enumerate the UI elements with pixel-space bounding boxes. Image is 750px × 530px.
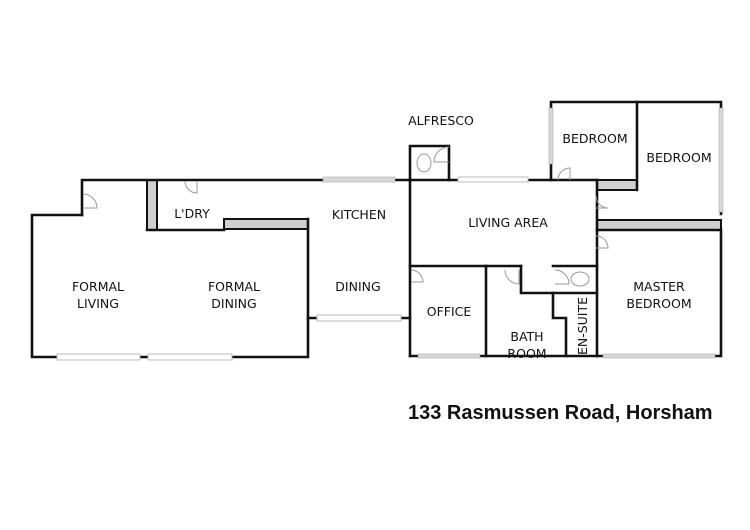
room-label-dining: DINING bbox=[335, 279, 380, 294]
room-label-kitchen: KITCHEN bbox=[332, 207, 386, 222]
ensuite-wall bbox=[519, 264, 568, 358]
door-swing-icon bbox=[595, 195, 609, 209]
door-swing-icon bbox=[184, 180, 198, 194]
room-label-bedroom-1: BEDROOM bbox=[562, 131, 627, 146]
toilet-icon bbox=[416, 153, 432, 173]
door-swing-icon bbox=[410, 269, 424, 283]
toilet-icon bbox=[570, 271, 590, 287]
room-label-formal-living-1: FORMAL bbox=[72, 279, 124, 294]
window bbox=[417, 353, 481, 359]
laundry-wall-fill bbox=[146, 179, 158, 231]
room-label-laundry: L'DRY bbox=[174, 206, 210, 221]
door-swing-icon bbox=[82, 193, 98, 209]
room-label-formal-dining-2: DINING bbox=[211, 296, 256, 311]
room-label-master-1: MASTER bbox=[633, 279, 685, 294]
room-label-living-area: LIVING AREA bbox=[468, 215, 548, 230]
property-address: 133 Rasmussen Road, Horsham bbox=[408, 402, 713, 424]
room-label-office: OFFICE bbox=[427, 304, 472, 319]
master-wall-fill bbox=[596, 219, 722, 231]
room-label-alfresco: ALFRESCO bbox=[408, 113, 474, 128]
window bbox=[548, 107, 554, 165]
wc-wall bbox=[408, 144, 451, 182]
room-label-ensuite: EN-SUITE bbox=[575, 297, 590, 355]
room-label-formal-dining-1: FORMAL bbox=[208, 279, 260, 294]
window bbox=[718, 107, 724, 213]
window bbox=[56, 353, 141, 361]
bedroom-wall-fill bbox=[596, 179, 638, 191]
formal-wall bbox=[30, 213, 310, 359]
room-label-bathroom-1: BATH bbox=[510, 329, 543, 344]
door-swing-icon bbox=[595, 235, 609, 249]
room-label-bedroom-2: BEDROOM bbox=[646, 150, 711, 165]
room-label-formal-living-2: LIVING bbox=[77, 296, 119, 311]
window bbox=[457, 176, 529, 183]
room-label-bathroom-2: ROOM bbox=[507, 346, 546, 361]
window bbox=[602, 353, 716, 359]
door-swing-icon bbox=[557, 167, 571, 181]
door-swing-icon bbox=[433, 146, 450, 163]
door-swing-icon bbox=[504, 269, 520, 285]
window bbox=[316, 314, 402, 322]
window bbox=[147, 353, 233, 361]
dining-wall-fill bbox=[223, 218, 309, 230]
door-swing-icon bbox=[554, 269, 570, 285]
room-label-master-2: BEDROOM bbox=[626, 296, 691, 311]
top-wall-left bbox=[80, 178, 412, 217]
window bbox=[322, 176, 396, 183]
